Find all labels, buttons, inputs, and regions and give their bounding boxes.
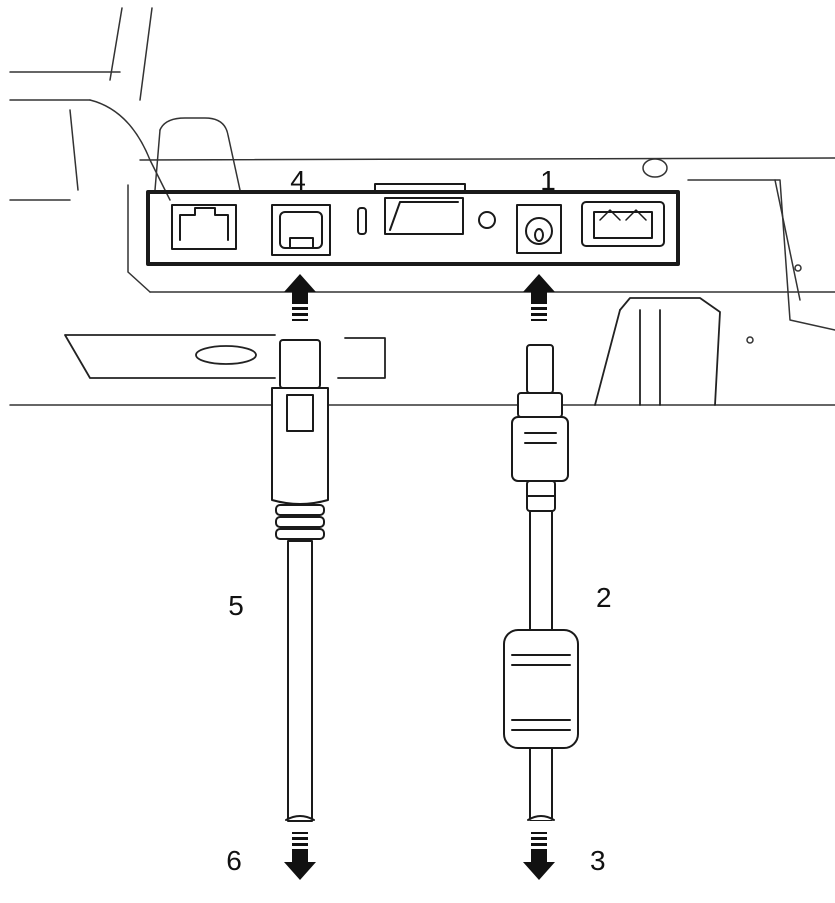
port-panel-frame xyxy=(146,190,680,266)
usb-a-port xyxy=(581,201,665,247)
screw-holes xyxy=(642,158,802,344)
reset-button xyxy=(478,211,496,229)
mounting-plate xyxy=(64,334,386,379)
usb-b-port xyxy=(271,204,331,256)
callout-3: 3 xyxy=(590,845,606,876)
arrow-up-usb xyxy=(284,274,316,321)
status-led xyxy=(357,207,367,235)
power-cable xyxy=(503,344,579,821)
arrow-down-power xyxy=(523,832,555,880)
callout-6: 6 xyxy=(226,845,242,876)
callout-5: 5 xyxy=(228,590,244,621)
lan-port xyxy=(171,204,237,250)
arrow-up-power xyxy=(523,274,555,321)
usb-cable xyxy=(271,339,329,822)
callout-4: 4 xyxy=(290,165,306,196)
callout-1: 1 xyxy=(540,165,556,196)
dc-power-jack xyxy=(516,204,562,254)
power-switch xyxy=(384,197,464,235)
callout-2: 2 xyxy=(596,582,612,613)
port-panel xyxy=(146,183,680,266)
support-leg xyxy=(594,297,721,406)
arrow-down-usb xyxy=(284,832,316,880)
device-body-outline xyxy=(9,7,835,406)
